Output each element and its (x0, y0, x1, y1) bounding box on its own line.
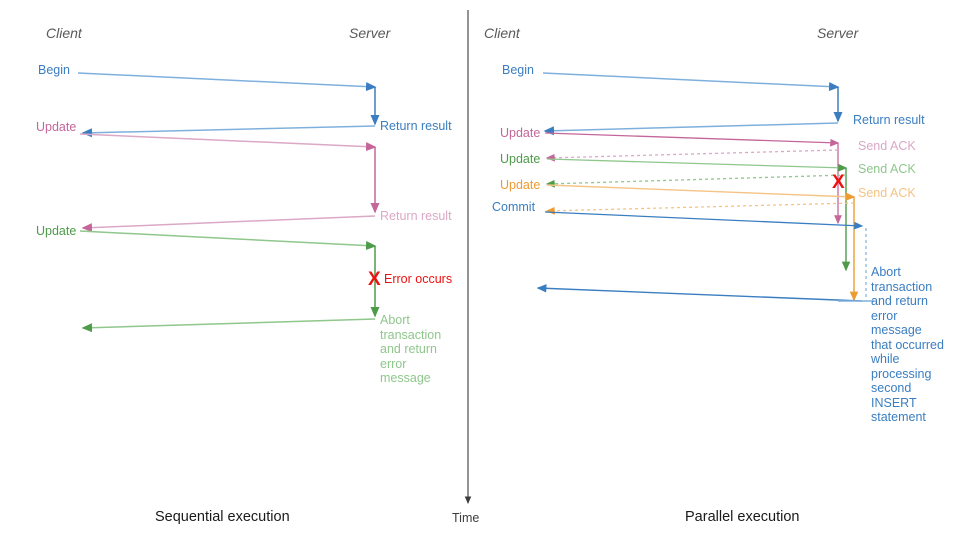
parallel-server-label-ack-3: Send ACK (858, 186, 916, 200)
arrow-commit (544, 211, 864, 230)
parallel-actor-client: Client (484, 25, 520, 41)
parallel-actor-server: Server (817, 25, 859, 41)
arrow-return-result (543, 122, 839, 136)
parallel-panel-caption: Parallel execution (685, 509, 800, 525)
arrow-ack-2 (545, 174, 847, 188)
arrow-abort-return (536, 284, 863, 302)
sequential-panel-caption: Sequential execution (155, 509, 290, 525)
arrow-begin (542, 72, 840, 92)
arrow-ack-1 (545, 149, 839, 162)
arrow-begin (77, 72, 377, 92)
parallel-server-label-ack-2: Send ACK (858, 162, 916, 176)
sequential-actor-client: Client (46, 25, 82, 41)
parallel-client-label-update-3: Update (500, 178, 541, 192)
arrow-abort-return (81, 318, 376, 333)
sequential-client-label-update-2: Update (36, 224, 77, 238)
arrow-return-result-1 (81, 125, 376, 138)
parallel-server-label-abort: Abort transaction and return error messa… (871, 265, 944, 424)
arrow-ack-3 (545, 202, 855, 215)
parallel-client-label-update-2: Update (500, 152, 541, 166)
sequential-server-label-error: Error occurs (384, 272, 453, 286)
parallel-client-label-commit: Commit (492, 200, 536, 214)
parallel-panel-arrows (536, 72, 874, 302)
sequential-actor-server: Server (349, 25, 391, 41)
arrow-return-result-2 (81, 215, 376, 233)
sequential-client-label-update-1: Update (36, 120, 77, 134)
parallel-server-label-ack-1: Send ACK (858, 139, 916, 153)
sequential-server-label-abort: Abort transaction and return error messa… (380, 313, 442, 385)
parallel-client-label-update-1: Update (500, 126, 541, 140)
parallel-client-label-begin: Begin (502, 63, 534, 77)
arrow-update-1 (79, 133, 377, 152)
arrow-update-3 (546, 184, 856, 201)
sequential-server-label-return-1: Return result (380, 119, 452, 133)
arrow-update-2 (546, 158, 848, 172)
arrow-update-1 (544, 132, 840, 147)
arrow-update-2 (79, 230, 377, 251)
sequential-server-label-return-2: Return result (380, 209, 452, 223)
time-axis-label: Time (452, 511, 480, 525)
parallel-error-x-icon: X (832, 172, 845, 193)
sequential-panel-arrows (77, 72, 380, 333)
parallel-server-label-return-result: Return result (853, 113, 925, 127)
sequential-client-label-begin: Begin (38, 63, 70, 77)
sequential-error-x-icon: X (368, 269, 381, 290)
